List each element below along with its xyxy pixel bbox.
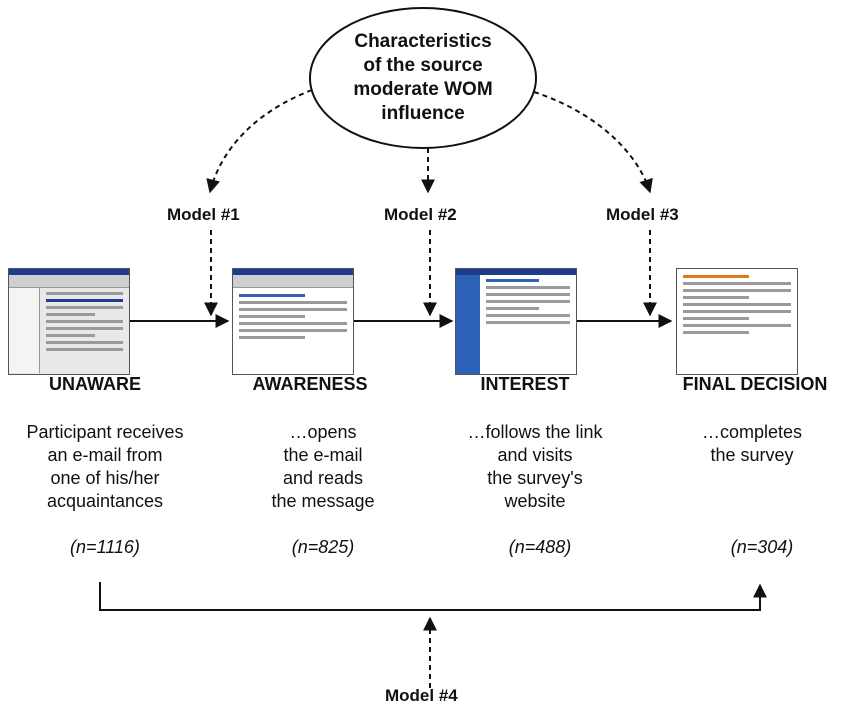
- desc-line: the e-mail: [283, 445, 363, 465]
- desc-line: …opens: [289, 422, 357, 442]
- desc-line: and visits: [497, 445, 573, 465]
- stage-label-awareness: AWARENESS: [252, 374, 368, 394]
- stage-n-unaware: (n=1116): [70, 537, 140, 557]
- curve-arrow-model-3: [533, 91, 653, 194]
- desc-line: …follows the link: [467, 422, 603, 442]
- stage-n-final-decision: (n=304): [730, 537, 794, 557]
- model-2-label: Model #2: [384, 205, 457, 224]
- email-inbox-screenshot: [8, 268, 130, 375]
- source-line-2: of the source: [363, 55, 483, 76]
- curve-arrow-model-1: [206, 89, 313, 194]
- desc-line: one of his/her: [50, 468, 160, 488]
- desc-line: Participant receives: [26, 422, 184, 442]
- stage-n-awareness: (n=825): [291, 537, 355, 557]
- stage-desc-interest: …follows the link and visits the survey'…: [440, 421, 630, 513]
- survey-website-screenshot: [455, 268, 577, 375]
- source-line-4: influence: [381, 103, 465, 124]
- email-message-screenshot: [232, 268, 354, 375]
- desc-line: and reads: [282, 468, 364, 488]
- stage-label-final-decision: FINAL DECISION: [682, 374, 828, 394]
- desc-line: the survey's: [487, 468, 583, 488]
- source-characteristics-text: Characteristics of the source moderate W…: [318, 30, 528, 126]
- desc-line: website: [504, 491, 566, 511]
- model-3-label: Model #3: [606, 205, 679, 224]
- survey-form-screenshot: [676, 268, 798, 375]
- model-1-label: Model #1: [167, 205, 240, 224]
- stage-desc-awareness: …opens the e-mail and reads the message: [238, 421, 408, 513]
- desc-line: the message: [271, 491, 375, 511]
- desc-line: …completes: [701, 422, 803, 442]
- desc-line: acquaintances: [46, 491, 164, 511]
- stage-desc-unaware: Participant receives an e-mail from one …: [0, 421, 210, 513]
- stage-desc-final-decision: …completes the survey: [672, 421, 832, 467]
- stage-label-interest: INTEREST: [480, 374, 570, 394]
- model-4-label: Model #4: [385, 686, 458, 705]
- model-4-bracket: [99, 582, 767, 611]
- stage-label-unaware: UNAWARE: [48, 374, 141, 394]
- desc-line: the survey: [710, 445, 794, 465]
- source-ellipse: [309, 7, 537, 149]
- source-line-3: moderate WOM: [353, 79, 493, 100]
- desc-line: an e-mail from: [47, 445, 163, 465]
- source-line-1: Characteristics: [354, 31, 492, 52]
- stage-n-interest: (n=488): [508, 537, 572, 557]
